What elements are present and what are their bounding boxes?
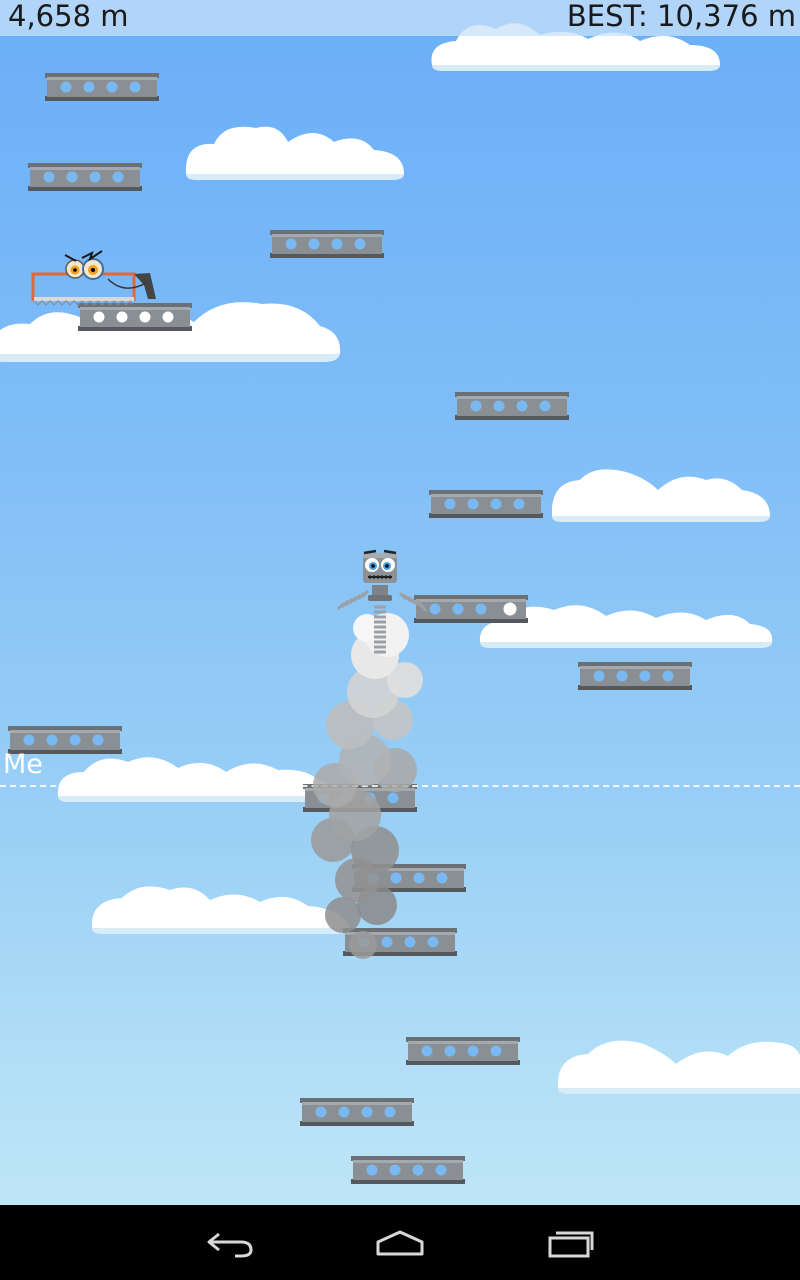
girder-platform — [8, 726, 122, 754]
girder-platform — [406, 1037, 520, 1065]
girder-platform — [28, 163, 142, 191]
cloud — [556, 1034, 800, 1096]
girder-platform — [78, 303, 192, 331]
cloud — [90, 880, 352, 936]
smoke-trail — [295, 600, 455, 960]
cloud — [550, 464, 772, 524]
current-height: 4,658 m — [8, 0, 129, 33]
navigation-bar — [0, 1205, 800, 1280]
home-icon — [376, 1230, 424, 1256]
girder-platform — [429, 490, 543, 518]
cloud — [478, 598, 774, 650]
girder-platform — [414, 595, 528, 623]
score-bar: 4,658 m BEST: 10,376 m — [0, 0, 800, 36]
me-marker-label: Me — [3, 749, 43, 780]
girder-platform — [351, 1156, 465, 1184]
girder-platform — [300, 1098, 414, 1126]
back-icon — [207, 1232, 253, 1258]
back-button[interactable] — [195, 1219, 265, 1267]
girder-platform — [455, 392, 569, 420]
best-score: BEST: 10,376 m — [566, 0, 796, 33]
cloud — [56, 750, 332, 804]
home-button[interactable] — [365, 1219, 435, 1267]
sky-background: Me — [0, 0, 800, 1205]
girder-platform — [45, 73, 159, 101]
girder-platform — [270, 230, 384, 258]
recents-button[interactable] — [536, 1219, 606, 1267]
spring-robot-icon — [328, 545, 438, 660]
cloud — [184, 122, 406, 182]
saw-monster-icon — [28, 243, 160, 309]
girder-platform — [578, 662, 692, 690]
recents-icon — [548, 1231, 594, 1258]
